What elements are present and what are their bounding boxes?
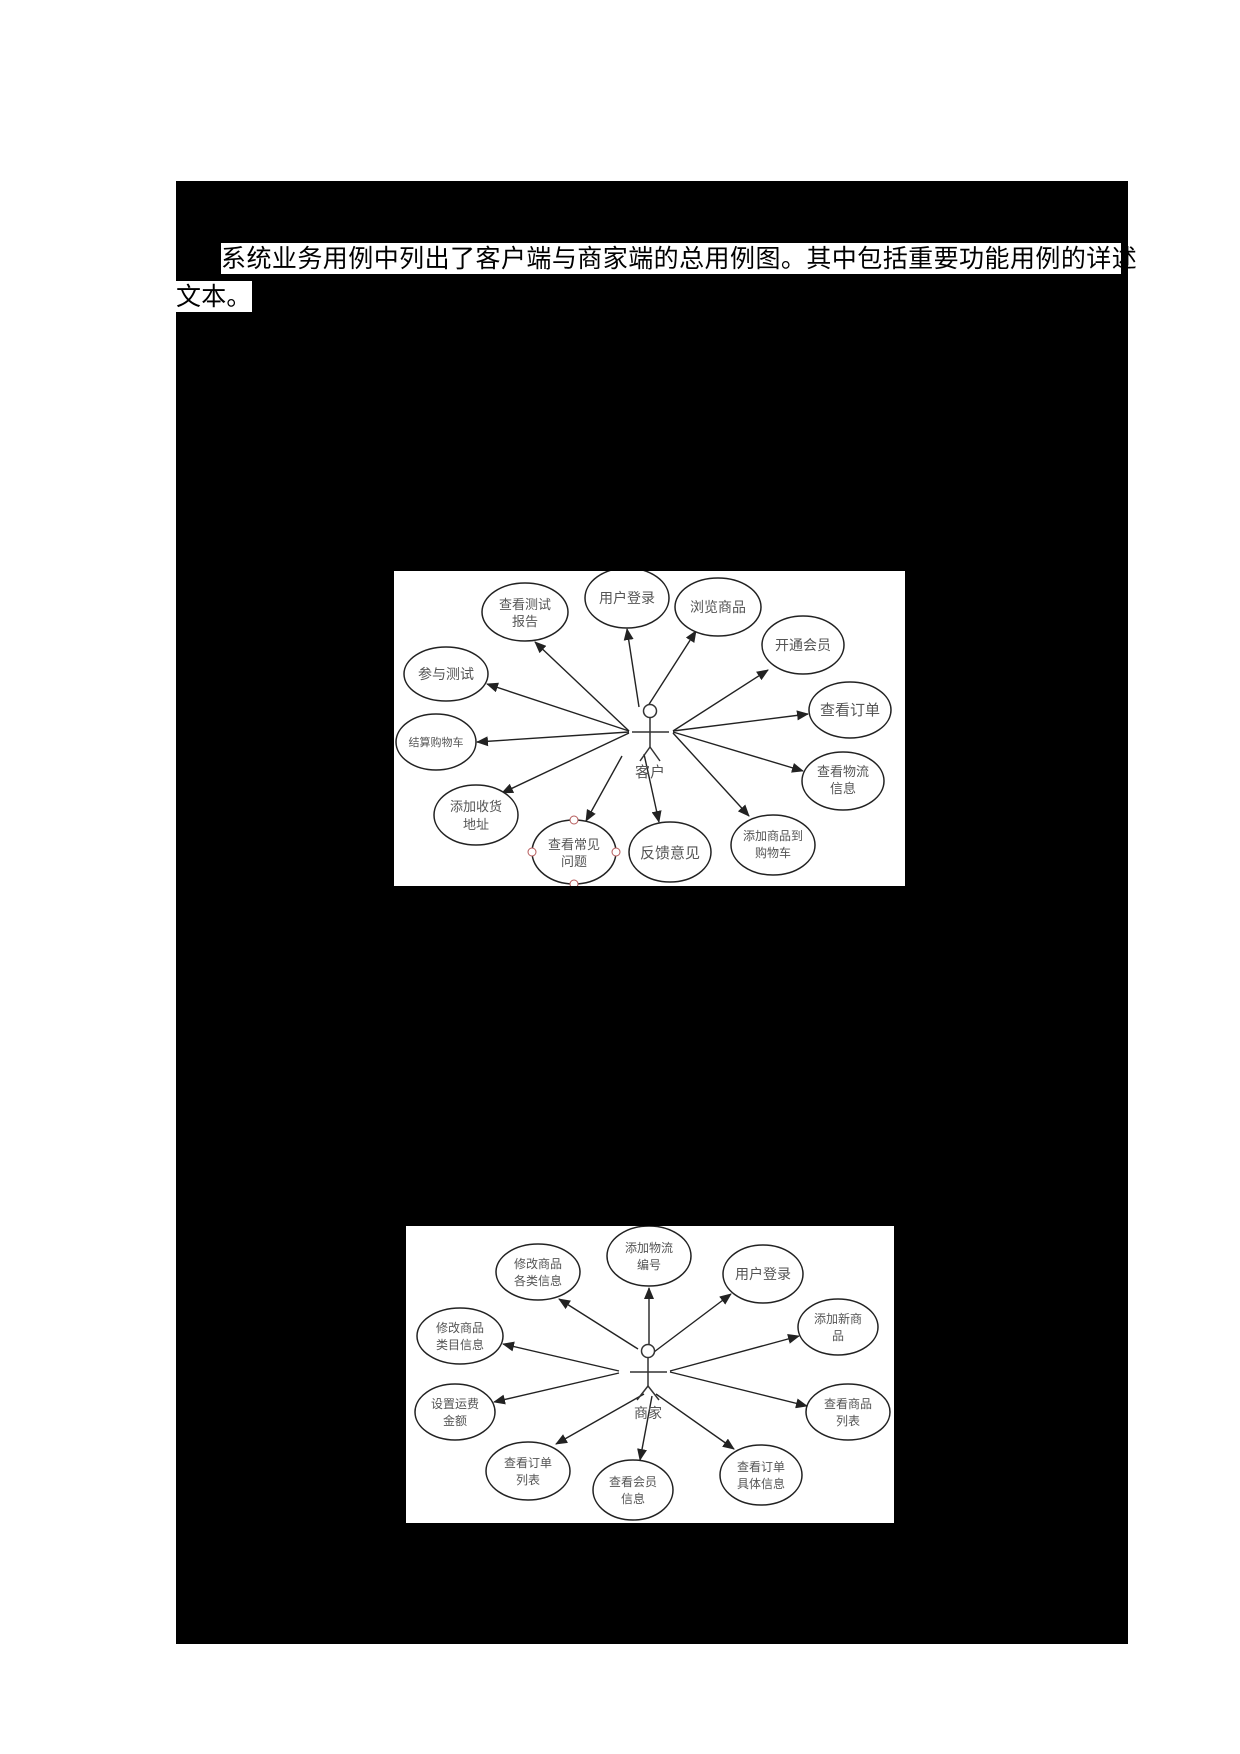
svg-text:查看订单具体信息: 查看订单具体信息 [737, 1460, 785, 1491]
paragraph-line-1: 系统业务用例中列出了客户端与商家端的总用例图。其中包括重要功能用例的详述 [221, 243, 1138, 274]
svg-text:查看测试报告: 查看测试报告 [499, 597, 551, 630]
svg-text:添加物流编号: 添加物流编号 [625, 1241, 673, 1272]
association-lines [476, 628, 809, 823]
svg-text:查看物流信息: 查看物流信息 [817, 764, 869, 797]
svg-text:查看订单列表: 查看订单列表 [504, 1456, 552, 1487]
customer-use-case-diagram: 客户 查看测试报告 用户登录 浏览商品 开通会员 查看订单 [394, 571, 905, 886]
svg-text:添加新商品: 添加新商品 [814, 1311, 862, 1343]
use-case-labels: 修改商品各类信息 添加物流编号 用户登录 添加新商品 查看商品列表 查看订单具体… [431, 1241, 872, 1506]
svg-text:查看订单: 查看订单 [820, 701, 880, 719]
actor-merchant [630, 1343, 667, 1401]
association-lines [493, 1287, 808, 1461]
svg-text:修改商品各类信息: 修改商品各类信息 [514, 1256, 562, 1288]
use-case-labels: 查看测试报告 用户登录 浏览商品 开通会员 查看订单 查看物流信息 添加商品到购… [409, 590, 881, 870]
svg-text:添加收货地址: 添加收货地址 [450, 799, 502, 833]
svg-text:查看会员信息: 查看会员信息 [609, 1475, 657, 1506]
actor-head-icon [642, 703, 658, 719]
svg-text:反馈意见: 反馈意见 [640, 844, 700, 862]
svg-text:设置运费金额: 设置运费金额 [431, 1397, 479, 1428]
svg-text:用户登录: 用户登录 [599, 590, 655, 607]
selection-handles [527, 815, 621, 886]
svg-text:查看常见问题: 查看常见问题 [548, 837, 600, 870]
svg-text:查看商品列表: 查看商品列表 [824, 1396, 872, 1428]
svg-text:修改商品类目信息: 修改商品类目信息 [436, 1320, 484, 1352]
svg-text:添加商品到购物车: 添加商品到购物车 [743, 828, 803, 860]
paragraph-line-2: 文本。 [176, 281, 252, 312]
use-case-ellipses [414, 1226, 891, 1521]
actor-customer [632, 703, 669, 762]
svg-text:参与测试: 参与测试 [418, 666, 474, 683]
svg-text:用户登录: 用户登录 [735, 1266, 791, 1283]
svg-text:开通会员: 开通会员 [775, 638, 831, 654]
actor-head-icon [640, 1343, 656, 1359]
svg-text:结算购物车: 结算购物车 [409, 735, 464, 749]
actor-label: 客户 [635, 763, 665, 781]
use-case-ellipses [395, 571, 892, 885]
svg-text:浏览商品: 浏览商品 [690, 600, 746, 616]
actor-label: 商家 [634, 1405, 662, 1422]
merchant-use-case-diagram: 商家 修改商品各类信息 添加物流编号 用户登录 添加新商品 查看商品列表 查看订… [406, 1226, 894, 1523]
